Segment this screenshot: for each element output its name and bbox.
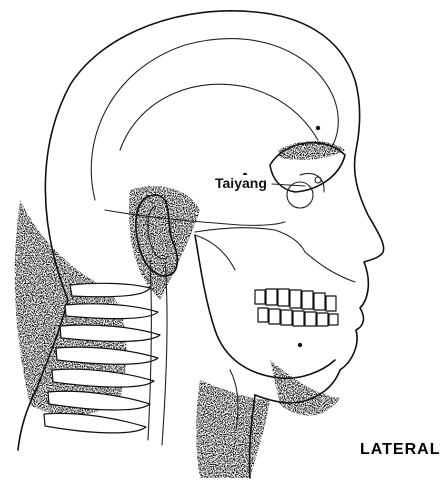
point-marker-jaw <box>298 343 302 347</box>
point-marker-forehead <box>316 126 320 130</box>
zygomatic-arch <box>195 228 305 252</box>
leader-line <box>272 184 305 186</box>
acupoint-label-taiyang: Taiyang <box>214 175 268 191</box>
temporal-line <box>120 84 318 150</box>
view-label-lateral: LATERAL <box>360 441 440 459</box>
mandible-ramus <box>195 235 235 270</box>
point-marker-orbit <box>315 177 321 183</box>
maxilla <box>305 252 355 282</box>
teeth <box>255 289 338 326</box>
